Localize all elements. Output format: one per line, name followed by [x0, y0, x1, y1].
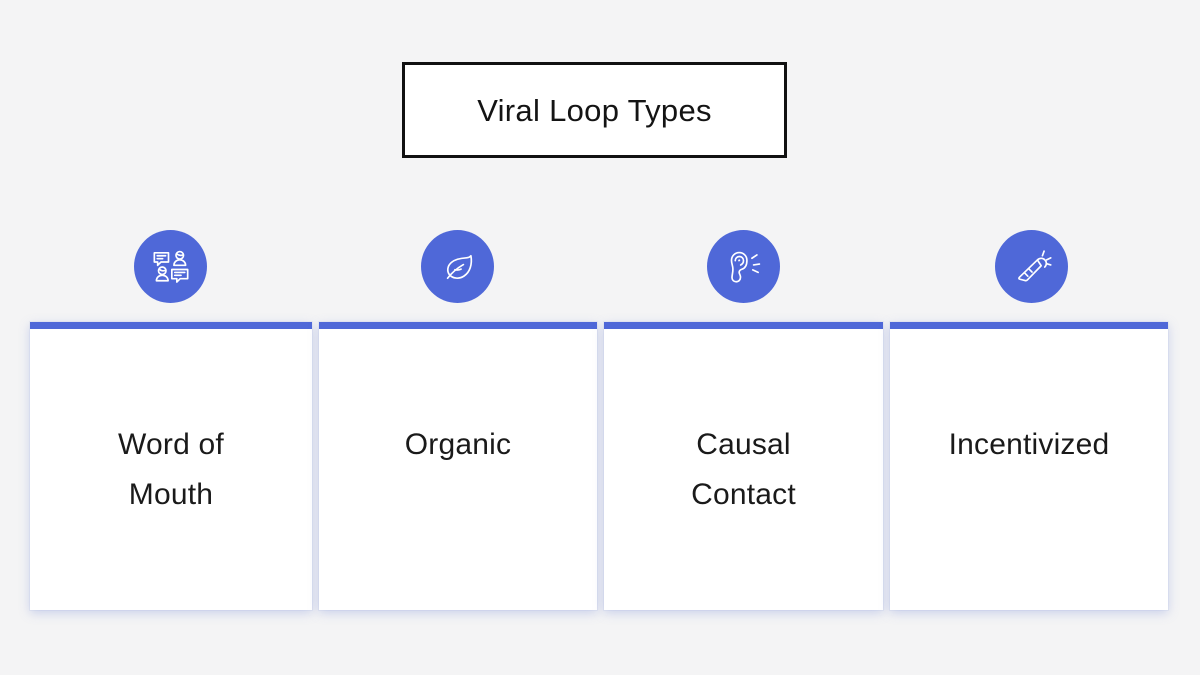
card-label: Organic	[404, 428, 512, 461]
card-accent-bar	[890, 322, 1168, 329]
card-accent-bar	[319, 322, 597, 329]
icon-badge-4	[995, 230, 1068, 303]
leaf-icon	[438, 247, 478, 287]
speech-bubbles-people-icon	[151, 247, 191, 287]
card-incentivized: Incentivized	[890, 322, 1168, 610]
carrot-icon	[1012, 247, 1052, 287]
card-label: Causal Contact	[691, 428, 796, 511]
title-box: Viral Loop Types	[402, 62, 787, 158]
card-accent-bar	[30, 322, 312, 329]
card-accent-bar	[604, 322, 883, 329]
icon-badge-1	[134, 230, 207, 303]
icon-badge-2	[421, 230, 494, 303]
card-causal-contact: Causal Contact	[604, 322, 883, 610]
card-label: Word of Mouth	[118, 428, 224, 511]
card-word-of-mouth: Word of Mouth	[30, 322, 312, 610]
card-organic: Organic	[319, 322, 597, 610]
page-title: Viral Loop Types	[477, 92, 712, 128]
ear-listening-icon	[724, 247, 764, 287]
card-label: Incentivized	[948, 428, 1110, 461]
icon-badge-3	[707, 230, 780, 303]
